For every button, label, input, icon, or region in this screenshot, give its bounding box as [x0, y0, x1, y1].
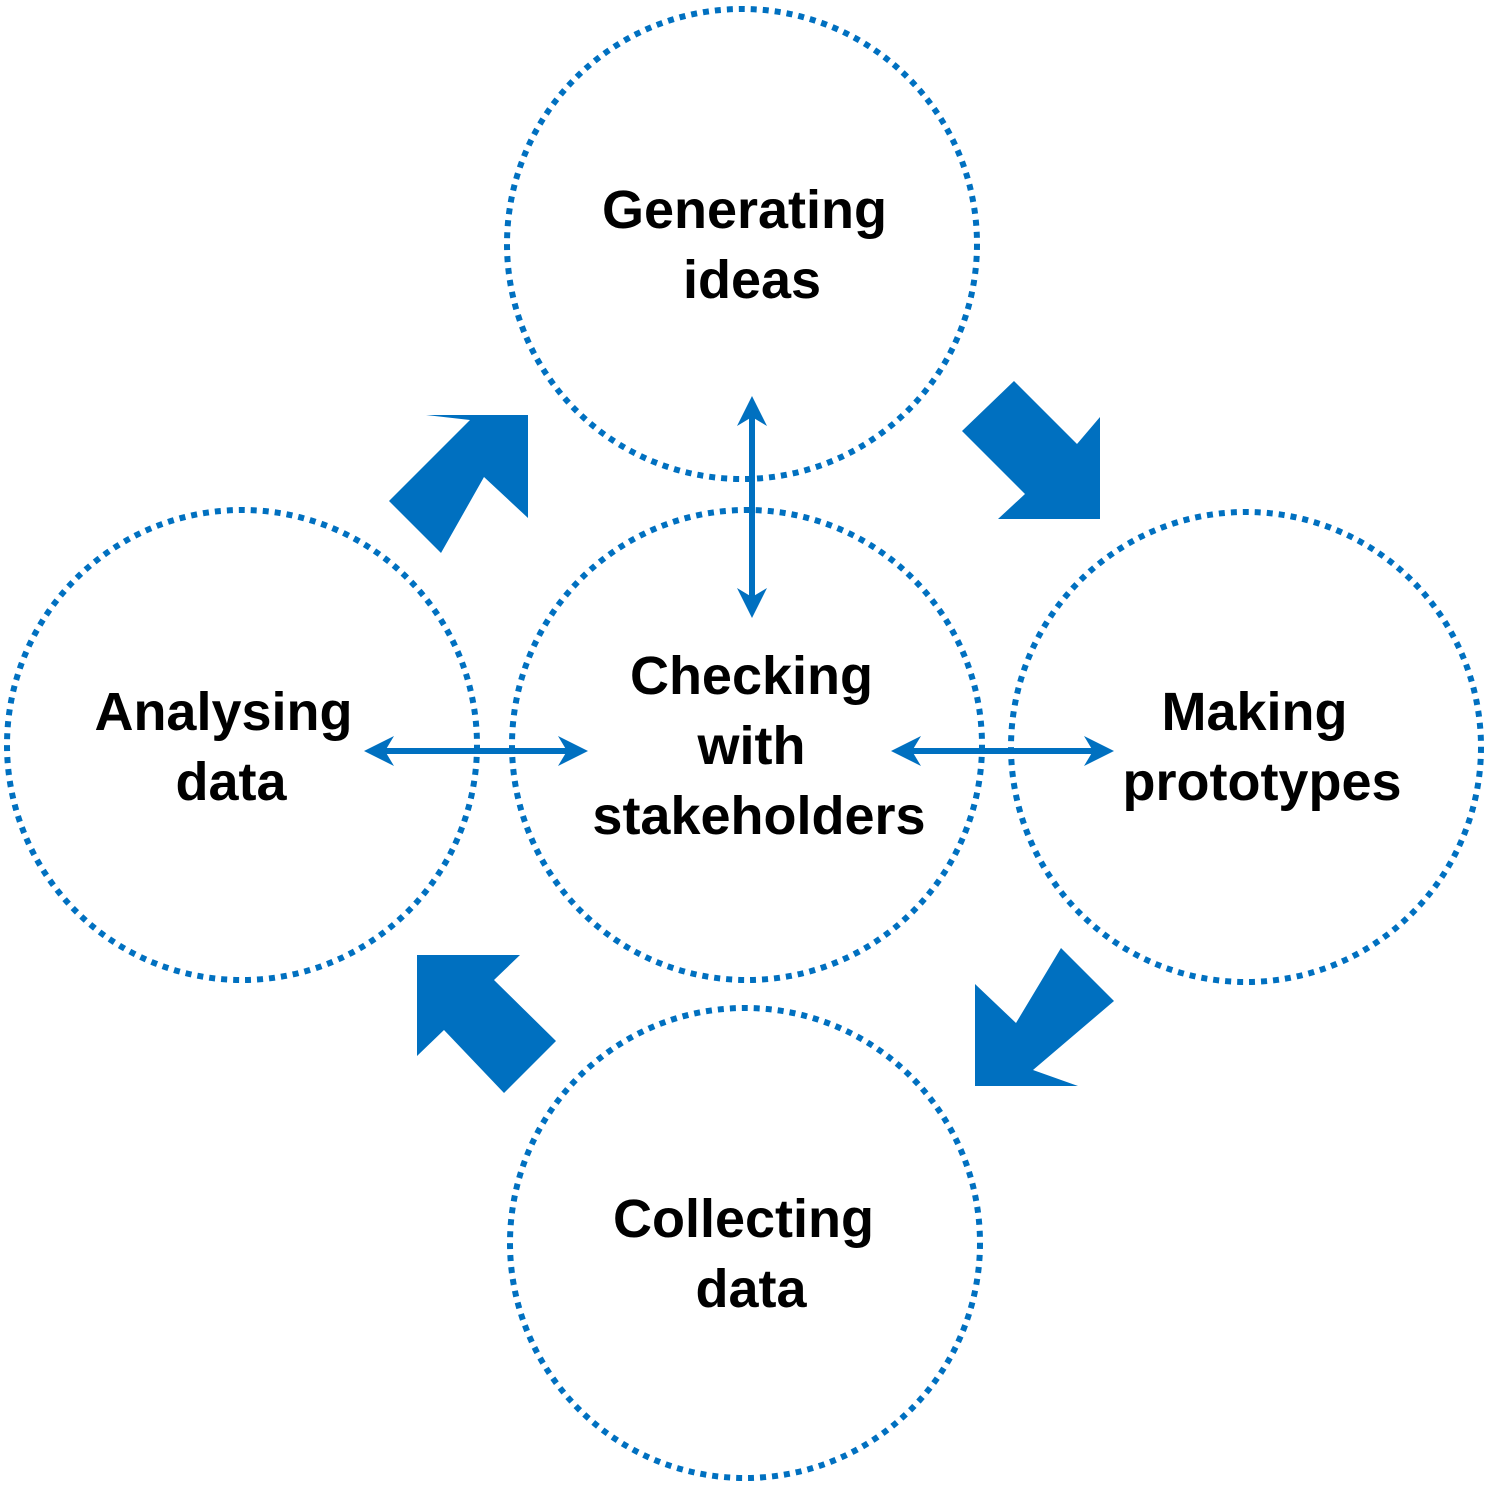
node-label-center: Checking with stakeholders [592, 646, 925, 846]
node-label-line: ideas [683, 250, 821, 310]
node-label-line: data [175, 752, 287, 812]
node-label-bottom: Collecting data [613, 1189, 889, 1319]
node-label-top: Generating ideas [602, 180, 902, 310]
node-label-line: Generating [602, 180, 887, 240]
node-label-line: stakeholders [592, 786, 925, 846]
node-circle-bottom [507, 1005, 983, 1481]
node-label-right: Making prototypes [1122, 682, 1401, 812]
cycle-arrow-left-to-top [389, 415, 528, 553]
node-label-line: Checking [630, 646, 873, 706]
node-label-line: data [695, 1259, 807, 1319]
cycle-arrow-bottom-to-left [417, 955, 556, 1093]
cycle-arrow-right-to-bottom [975, 948, 1114, 1086]
node-label-line: prototypes [1122, 752, 1401, 812]
node-label-line: with [697, 716, 806, 776]
node-circle-right [1008, 509, 1484, 985]
node-label-line: Collecting [613, 1189, 874, 1249]
cycle-arrow-top-to-right [962, 381, 1100, 519]
node-circle-top [504, 6, 980, 482]
node-label-line: Analysing [94, 682, 352, 742]
node-label-left: Analysing data [94, 682, 367, 812]
node-circle-left [4, 507, 480, 983]
node-label-line: Making [1161, 682, 1347, 742]
